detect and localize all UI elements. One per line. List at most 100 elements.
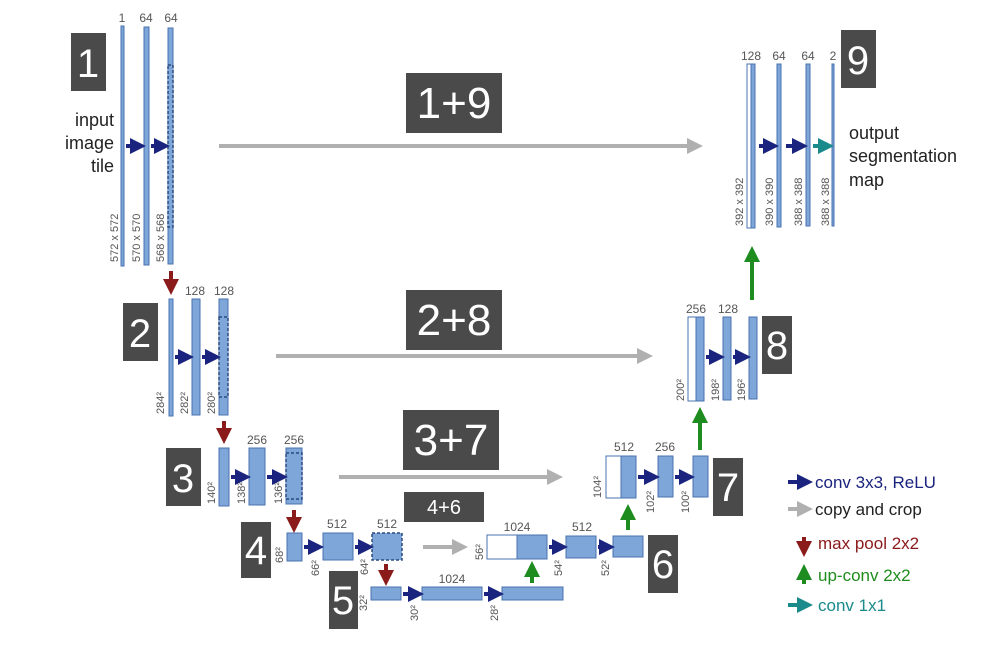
level-5-badge (329, 571, 358, 629)
combo-badge-2-8 (406, 290, 502, 350)
crop-region (167, 64, 174, 228)
channel-label: 512 (572, 520, 592, 534)
channel-label: 128 (718, 302, 738, 316)
channel-label: 512 (327, 517, 347, 531)
size-label: 280² (206, 392, 218, 414)
size-label: 388 x 388 (820, 178, 832, 226)
level-1: 1 input image tile 1 64 64 572 x 572 570… (65, 11, 179, 295)
legend-item-conv1x1: conv 1x1 (818, 596, 886, 615)
channel-label: 512 (614, 440, 634, 454)
feature-map (501, 586, 564, 601)
size-label: 284² (155, 392, 167, 414)
size-label: 30² (409, 605, 421, 621)
size-label: 572 x 572 (109, 214, 121, 262)
crop-region (218, 316, 229, 398)
level-1-badge (71, 33, 106, 91)
cropped-copy-map (605, 455, 622, 499)
output-label-line-1: output (849, 123, 899, 143)
size-label: 198² (710, 379, 722, 401)
feature-map (657, 455, 674, 498)
size-label: 100² (680, 491, 692, 513)
feature-map (143, 26, 150, 266)
level-6: 6 1024 512 56² 54² 52² (474, 504, 678, 593)
channel-label: 64 (772, 49, 786, 63)
channel-label: 256 (284, 433, 304, 447)
level-9-badge (841, 30, 876, 88)
legend-item-conv: conv 3x3, ReLU (815, 473, 936, 492)
level-3-badge (166, 448, 201, 506)
legend-item-upconv: up-conv 2x2 (818, 566, 911, 585)
level-2-badge (123, 303, 158, 361)
level-8-badge-number: 8 (766, 324, 788, 368)
level-9: 9 128 64 64 2 392 x 392 390 x 390 388 x … (734, 30, 957, 229)
size-label: 138² (236, 482, 248, 504)
feature-map (748, 316, 758, 400)
feature-map (168, 298, 174, 417)
channel-label: 256 (655, 440, 675, 454)
level-2-badge-number: 2 (129, 312, 151, 356)
level-8: 8 256 128 200² 198² 196² (675, 246, 792, 402)
feature-map (805, 63, 811, 227)
combo-label: 2+8 (417, 296, 492, 345)
feature-map (722, 316, 732, 401)
level-9-badge-number: 9 (847, 39, 869, 83)
combo-label: 3+7 (414, 416, 489, 465)
feature-map (692, 455, 709, 498)
legend: conv 3x3, ReLU copy and crop max pool 2x… (788, 473, 936, 615)
combo-badge-1-9 (406, 73, 502, 133)
feature-map (612, 535, 644, 558)
size-label: 66² (310, 560, 322, 576)
size-label: 570 x 570 (131, 214, 143, 262)
size-label: 64² (359, 559, 371, 575)
level-3-badge-number: 3 (172, 457, 194, 501)
channel-label: 64 (801, 49, 815, 63)
size-label: 28² (489, 605, 501, 621)
feature-map (750, 63, 756, 229)
feature-map (370, 586, 402, 601)
feature-map (191, 298, 201, 416)
combo-label: 1+9 (417, 79, 492, 128)
size-label: 392 x 392 (734, 178, 746, 226)
size-label: 102² (645, 491, 657, 513)
channel-label: 1 (119, 11, 126, 25)
level-5-badge-number: 5 (332, 579, 354, 623)
level-8-badge (762, 316, 792, 374)
size-label: 136² (273, 482, 285, 504)
size-label: 56² (474, 544, 486, 560)
size-label: 388 x 388 (793, 178, 805, 226)
feature-map (248, 447, 266, 506)
size-label: 52² (600, 560, 612, 576)
feature-map (620, 455, 637, 499)
channel-label: 1024 (439, 572, 466, 586)
size-label: 196² (736, 379, 748, 401)
feature-map (421, 586, 483, 601)
cropped-copy-map (687, 316, 697, 402)
output-label-line-2: segmentation (849, 146, 957, 166)
level-7-badge (713, 458, 743, 516)
input-label-line-3: tile (91, 156, 114, 176)
level-2: 2 128 128 284² 282² 280² (123, 284, 234, 444)
level-5: 5 1024 32² 30² 28² (329, 561, 564, 629)
size-label: 32² (358, 595, 370, 611)
channel-label: 128 (214, 284, 234, 298)
feature-map (831, 63, 835, 227)
channel-label: 64 (164, 11, 178, 25)
feature-map (120, 25, 125, 267)
channel-label: 2 (830, 49, 837, 63)
channel-label: 512 (377, 517, 397, 531)
cropped-copy-map (746, 63, 752, 229)
combo-badge-3-7 (403, 410, 499, 470)
channel-label: 128 (741, 49, 761, 63)
channel-label: 64 (139, 11, 153, 25)
feature-map (565, 535, 597, 559)
size-label: 140² (206, 482, 218, 504)
channel-label: 128 (185, 284, 205, 298)
feature-map (322, 532, 354, 561)
crop-region (285, 452, 303, 500)
size-label: 390 x 390 (764, 178, 776, 226)
feature-map (695, 316, 705, 402)
size-label: 54² (553, 560, 565, 576)
input-label-line-1: input (75, 110, 114, 130)
level-4-badge-number: 4 (245, 529, 267, 573)
